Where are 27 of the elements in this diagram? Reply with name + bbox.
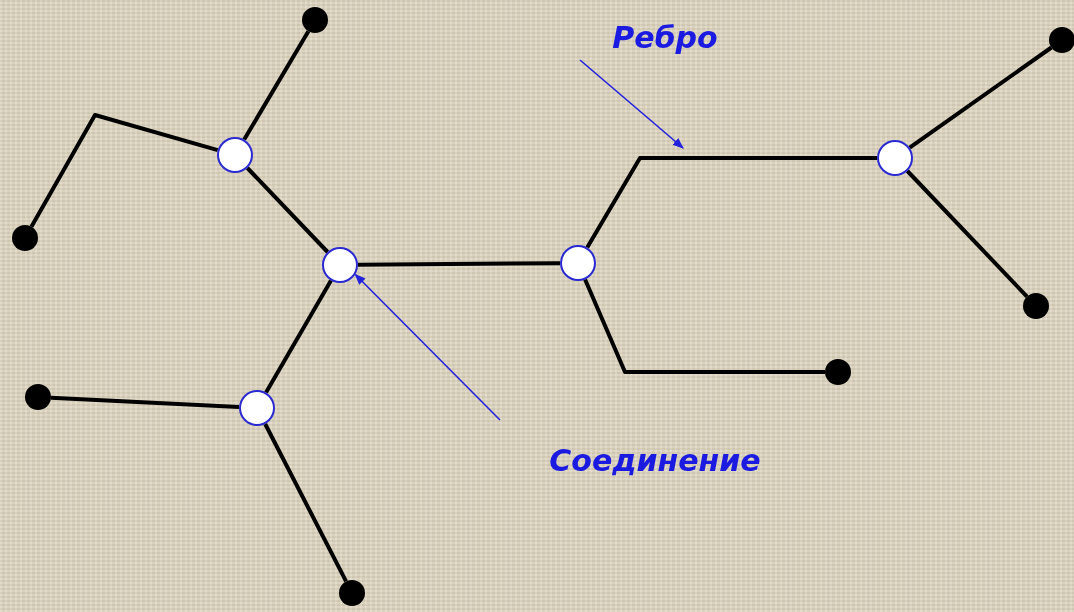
graph-edge	[585, 156, 877, 249]
graph-edge	[29, 113, 219, 228]
end-dot	[339, 580, 365, 606]
graph-edge	[245, 166, 330, 254]
end-dot	[25, 384, 51, 410]
graph-edge	[264, 279, 333, 394]
junction-circle	[322, 247, 358, 283]
graph-edge	[358, 261, 560, 267]
leader-arrow	[579, 59, 684, 149]
end-dot	[825, 359, 851, 385]
callout-label: Ребро	[580, 15, 750, 60]
graph-edge	[908, 45, 1053, 150]
end-dot	[12, 225, 38, 251]
end-dot	[1049, 27, 1074, 53]
end-dot	[1023, 293, 1049, 319]
junction-circle	[877, 140, 913, 176]
junction-circle	[560, 245, 596, 281]
callout-label: Соединение	[500, 420, 810, 500]
leader-arrow	[354, 273, 501, 421]
end-dot	[302, 7, 328, 33]
junction-circle	[239, 390, 275, 426]
junction-circle	[217, 137, 253, 173]
graph-edge	[583, 278, 825, 374]
graph-edge	[263, 423, 348, 583]
graph-edge	[50, 395, 240, 410]
graph-edge	[242, 30, 311, 141]
graph-edge	[905, 169, 1029, 298]
